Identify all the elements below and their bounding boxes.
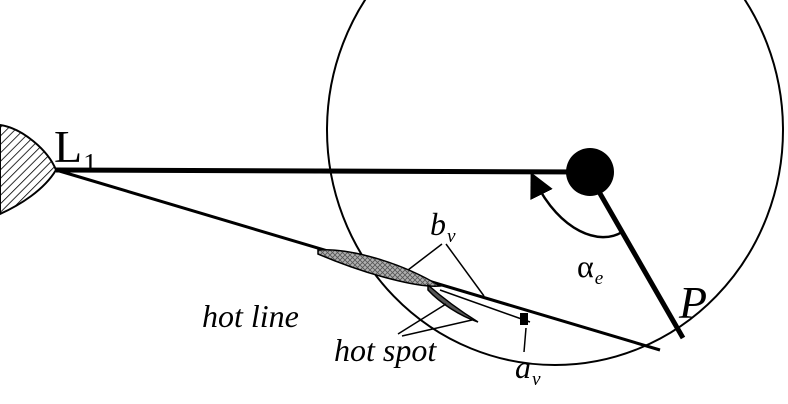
label-l1-main: L	[54, 121, 83, 172]
hot-line-region	[317, 249, 443, 287]
label-av-sub: v	[532, 368, 541, 390]
hot-spot-pointer-2	[401, 319, 473, 337]
av-marker	[520, 313, 528, 325]
alpha-angle-arc	[530, 172, 623, 239]
label-hot-line: hot line	[202, 298, 299, 334]
label-alpha-main: α	[577, 248, 594, 284]
donor-star-lobe	[0, 123, 58, 216]
accretor-to-p-line	[595, 188, 686, 340]
label-hot-spot: hot spot	[334, 332, 437, 368]
label-av: av	[515, 349, 541, 389]
label-alpha-sub: e	[594, 267, 604, 289]
hot-spot-ray	[439, 289, 531, 323]
hot-spot-region	[427, 283, 479, 323]
label-bv-main: b	[430, 206, 446, 242]
label-av-main: a	[515, 349, 531, 385]
label-bv: bv	[430, 206, 456, 246]
av-pointer	[523, 327, 527, 353]
label-bv-sub: v	[447, 225, 456, 247]
label-alpha-e: αe	[577, 248, 603, 288]
bv-pointer-2	[445, 243, 485, 297]
label-l1: L1	[54, 121, 97, 176]
label-p: P	[679, 277, 708, 328]
accretion-disc-outline	[326, 0, 784, 366]
l1-to-accretor-line	[55, 167, 591, 175]
accretor-dot	[566, 148, 614, 196]
label-l1-sub: 1	[83, 146, 97, 178]
bv-pointer-1	[407, 243, 443, 271]
hot-spot-pointer-1	[397, 303, 447, 335]
